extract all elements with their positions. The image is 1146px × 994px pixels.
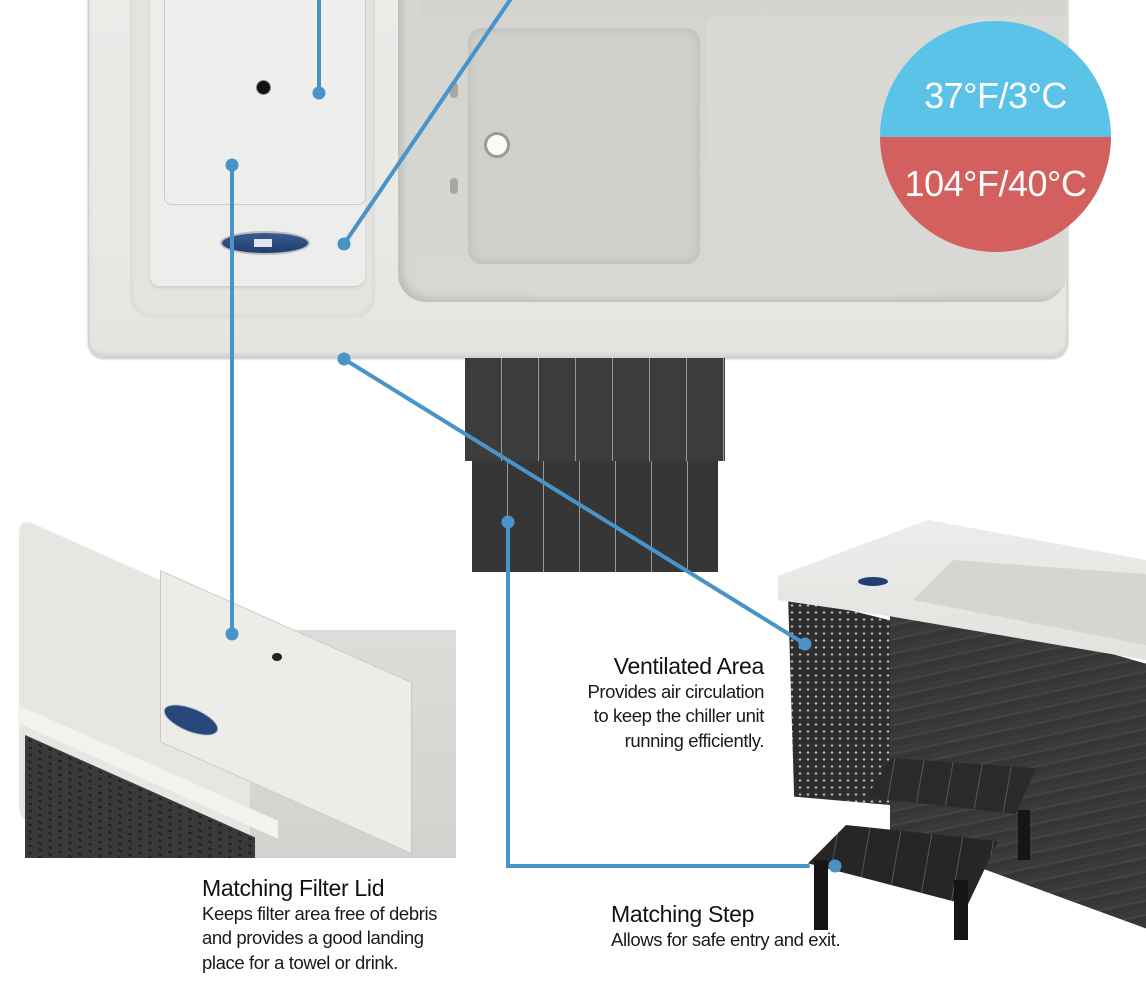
cold-temperature-half: 37°F/3°C: [880, 21, 1111, 137]
step-top-tread: [465, 358, 725, 461]
filter-lid-callout: Matching Filter Lid Keeps filter area fr…: [202, 875, 472, 975]
filter-lid-title: Matching Filter Lid: [202, 875, 385, 901]
hot-temperature-half: 104°F/40°C: [880, 136, 1111, 252]
filter-lid-top-view: [164, 0, 366, 205]
perspective-control-pad-icon: [858, 577, 888, 586]
control-panel-icon: [222, 233, 308, 253]
cold-temperature-label: 37°F/3°C: [924, 74, 1067, 116]
drain-icon: [484, 132, 510, 158]
step-title: Matching Step: [611, 901, 755, 927]
ventilated-area-callout: Ventilated Area Provides air circulation…: [560, 653, 765, 753]
step-callout: Matching Step Allows for safe entry and …: [611, 901, 891, 952]
jet-icon: [450, 178, 458, 194]
step-bottom-tread: [472, 461, 718, 572]
ventilated-area-line-3: running efficiently.: [624, 729, 765, 751]
step-leg: [1018, 810, 1030, 860]
step-line-1: Allows for safe entry and exit.: [611, 928, 841, 950]
hot-temperature-label: 104°F/40°C: [904, 162, 1087, 204]
ventilated-area-line-1: Provides air circulation: [587, 680, 764, 702]
tub-perspective-image: [778, 520, 1146, 940]
ventilated-panel: [788, 595, 890, 805]
ventilated-area-line-2: to keep the chiller unit: [593, 705, 765, 727]
filter-lid-line-1: Keeps filter area free of debris: [202, 902, 438, 924]
filter-lid-hole: [257, 81, 270, 94]
filter-lid-closeup-image: [0, 510, 456, 858]
temperature-range-badge: 37°F/3°C 104°F/40°C: [880, 21, 1111, 252]
ventilated-area-title: Ventilated Area: [613, 653, 765, 679]
step-leg: [954, 880, 968, 940]
filter-lid-line-2: and provides a good landing: [202, 927, 424, 949]
filter-lid-line-3: place for a towel or drink.: [202, 951, 398, 973]
closeup-lid-hole: [272, 653, 282, 661]
step-leg: [814, 860, 828, 930]
jet-icon: [450, 82, 458, 98]
